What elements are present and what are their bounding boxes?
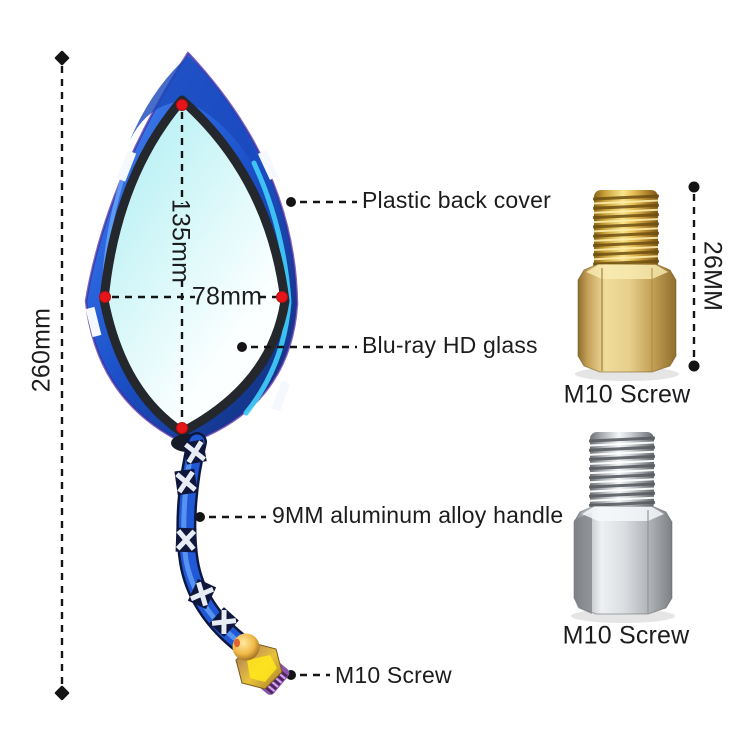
mirror-height-dimension-text: 135mm (166, 198, 195, 284)
gold-screw-dimension-line (688, 181, 700, 372)
gold-screw-hex-body (577, 263, 677, 373)
gold-hex-top-face (586, 265, 668, 279)
silver-screw (571, 432, 675, 623)
gold-screw-label: M10 Screw (563, 380, 691, 409)
dimension-end-diamond (54, 50, 70, 66)
callout-handle: 9MM aluminum alloy handle (272, 502, 564, 529)
mirror-dimension-lines (112, 112, 276, 421)
callout-glass: Blu-ray HD glass (362, 332, 538, 359)
gold-screw-threads (592, 194, 660, 266)
hex-nut-bright-facet (247, 655, 277, 682)
ball-joint-glint (234, 638, 240, 648)
silver-hex-left-facet (574, 512, 592, 614)
callout-mirror-screw: M10 Screw (335, 662, 452, 689)
mirror-width-dimension-text: 78mm (191, 282, 263, 311)
gold-screw-length-dimension-text: 26MM (698, 240, 727, 312)
callout-back-cover: Plastic back cover (362, 187, 551, 214)
silver-screw-threads (588, 436, 656, 507)
silver-screw-label: M10 Screw (562, 621, 690, 650)
mirror-handle (171, 432, 290, 695)
handle-pattern (174, 439, 239, 637)
frame-white-accents (85, 150, 291, 412)
overall-height-dimension-line (54, 50, 70, 701)
silver-hex-top-face (582, 507, 664, 521)
overall-height-dimension-text: 260mm (27, 307, 56, 393)
back-cover-top-region (130, 56, 270, 195)
dimension-end-diamond (54, 685, 70, 701)
callout-leader-lines (195, 197, 357, 680)
measurement-red-dots (99, 99, 288, 434)
gold-screw (575, 190, 679, 381)
